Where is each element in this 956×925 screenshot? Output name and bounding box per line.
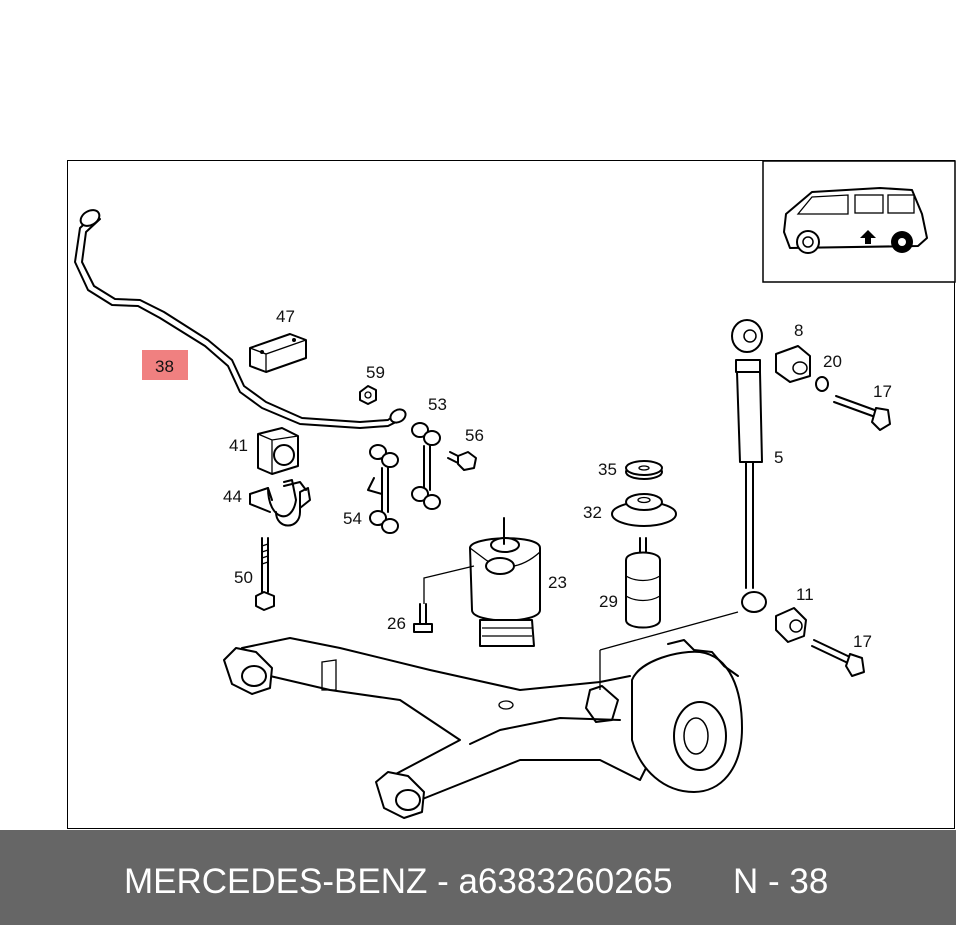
footer-bar: MERCEDES-BENZ - a6383260265 N - 38 [0,830,956,925]
part-label-47: 47 [276,307,295,326]
part-label-5: 5 [774,448,783,467]
lower-bushing-part [775,607,865,677]
rubber-block-part [249,333,307,373]
bolt-part [413,603,433,633]
part-label-50: 50 [234,568,253,587]
part-label-56: 56 [465,426,484,445]
part-labels: 38 47 59 53 56 41 44 54 50 26 23 35 32 2… [155,307,892,651]
air-spring-part [423,517,541,647]
part-label-35: 35 [598,460,617,479]
brake-drum-part [631,639,743,793]
trailing-arm-part [223,611,739,819]
part-label-26: 26 [387,614,406,633]
long-bolt-part [255,537,275,611]
part-label-32: 32 [583,503,602,522]
part-label-29: 29 [599,592,618,611]
part-label-20: 20 [823,352,842,371]
part-label-53: 53 [428,395,447,414]
part-label-59: 59 [366,363,385,382]
part-label-41: 41 [229,436,248,455]
part-label-17-lower: 17 [853,632,872,651]
nut-part [359,385,377,405]
part-label-44: 44 [223,487,242,506]
part-number-text: MERCEDES-BENZ - a6383260265 [124,862,673,901]
upper-bushing-part [775,345,891,431]
clamp-part [249,479,311,527]
bushing-part [257,427,299,475]
part-label-highlighted: 38 [155,357,174,376]
part-label-17-upper: 17 [873,382,892,401]
bump-stop-part [625,537,661,629]
washer-part [625,460,663,480]
bearing-part [611,493,677,527]
reference-text: N - 38 [733,862,829,901]
part-label-54: 54 [343,509,362,528]
part-label-11: 11 [796,585,814,604]
part-label-23: 23 [548,573,567,592]
shock-absorber-part [731,319,767,613]
vehicle-inset [762,160,956,283]
highlight-box [142,350,188,380]
stabilizer-bar-part [74,209,407,429]
parts-diagram: 38 47 59 53 56 41 44 54 50 26 23 35 32 2… [74,160,956,819]
coupling-rods-part [367,422,441,534]
short-bolt-part [447,451,477,471]
part-label-8: 8 [794,321,803,340]
